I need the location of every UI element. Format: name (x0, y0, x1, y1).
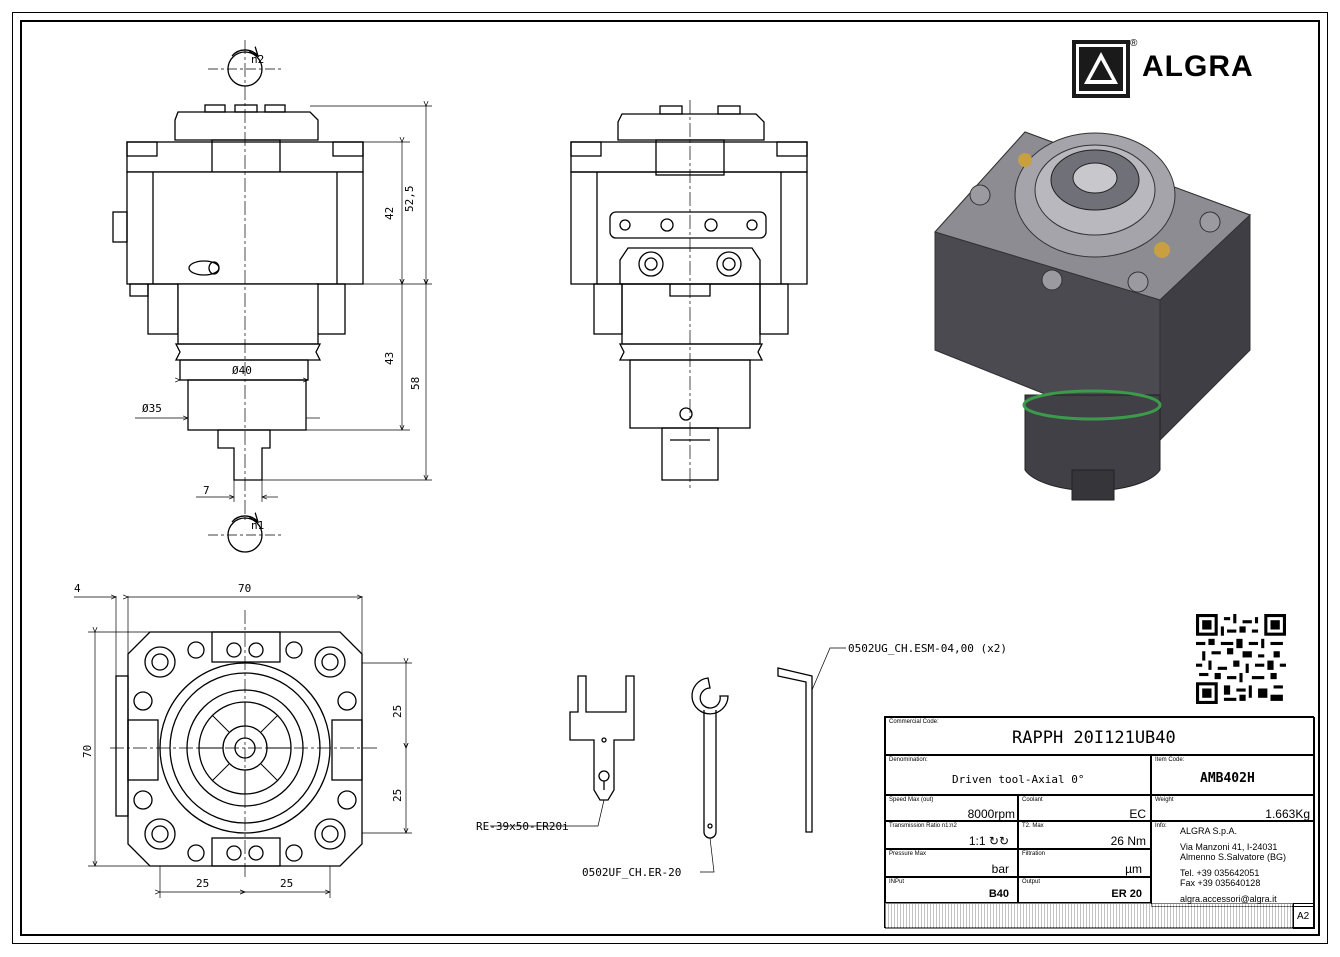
tb-filtration-unit: µm (1125, 862, 1142, 876)
tb-info-label: Info: (1155, 823, 1167, 829)
dim-42: 42 (383, 206, 396, 220)
tb-item-code-cell: Item Code: AMB402H (1151, 755, 1315, 795)
tb-speed-value: 8000 (967, 807, 995, 821)
tb-weight-label: Weight (1155, 797, 1174, 803)
tb-company: ALGRA S.p.A. (1180, 826, 1238, 836)
rotation-direction-icon: ↻↻ (988, 834, 1009, 848)
dim-phi35: Ø35 (142, 402, 162, 415)
dim-70-left: 70 (81, 744, 94, 758)
isometric-render (934, 131, 1251, 501)
tb-ratio-value: 1:1 (968, 834, 986, 848)
dim-52-5: 52,5 (403, 185, 416, 213)
tb-fine-print (885, 903, 1293, 929)
accessory-fork-wrench (490, 675, 635, 827)
tb-denomination-cell: Denomination: Driven tool-Axial 0° (885, 755, 1151, 795)
tb-item-code-label: Item Code: (1155, 757, 1185, 763)
sheet-inner-border (20, 20, 1320, 936)
tb-tel: Tel. +39 035642051 (1180, 868, 1260, 878)
tb-info-cell: Info: ALGRA S.p.A. Via Manzoni 41, I-240… (1151, 821, 1315, 907)
tb-pressure-unit: bar (991, 862, 1009, 876)
tb-fax: Fax +39 035640128 (1180, 878, 1261, 888)
tb-commercial-code-label: Commercial Code: (889, 719, 939, 725)
rotation-label-n1: n1 (251, 519, 265, 532)
tb-sheet-size-cell: A2 (1293, 903, 1315, 929)
tb-weight-cell: Weight 1.663Kg (1151, 795, 1315, 821)
tb-coolant-value: EC (1129, 807, 1146, 821)
accessory-label-spanner: 0502UF_CH.ER-20 (582, 866, 682, 879)
tb-speed-cell: Speed Max (out) 8000rpm (885, 795, 1018, 821)
tb-filtration-label: Filtration (1022, 851, 1046, 857)
registered-mark: ® (1130, 38, 1138, 49)
tb-ratio-label: Transmission Ratio n1:n2 (889, 823, 957, 829)
bottom-view (74, 596, 412, 898)
tb-address-1: Via Manzoni 41, I-24031 (1180, 842, 1278, 852)
tb-speed-label: Speed Max (out) (889, 797, 934, 803)
tb-weight-unit: Kg (1295, 807, 1310, 821)
rotation-symbol-n1 (208, 516, 282, 553)
tb-denomination-label: Denomination: (889, 757, 928, 763)
dim-25-bottom-2: 25 (280, 877, 294, 890)
tb-denomination-value: Driven tool-Axial 0° (952, 773, 1085, 786)
tb-input-label: INPut (889, 879, 905, 885)
tb-coolant-cell: Coolant EC (1018, 795, 1151, 821)
tb-weight-value: 1.663 (1265, 807, 1296, 821)
tb-output-cell: Output ER 20 (1018, 877, 1151, 903)
tb-input-value: B40 (988, 888, 1009, 900)
sheet-outer-border (12, 12, 1328, 944)
dim-25-right-2: 25 (391, 788, 404, 802)
dim-25-bottom-1: 25 (196, 877, 210, 890)
algra-logo-icon (1072, 40, 1130, 98)
rotation-symbol-n2 (208, 50, 282, 87)
qr-code (1196, 614, 1286, 704)
rotation-label-n2: n2 (251, 53, 265, 66)
tb-torque-label: T2. Max (1022, 823, 1044, 829)
algra-logo: ® ALGRA (1072, 38, 1297, 98)
tb-ratio-cell: Transmission Ratio n1:n2 1:1 ↻↻ (885, 821, 1018, 849)
dim-7: 7 (203, 484, 210, 497)
side-view (570, 100, 808, 490)
dim-4: 4 (74, 582, 81, 595)
dim-phi40: Ø40 (232, 364, 252, 377)
accessory-hex-key (777, 647, 846, 833)
tb-input-cell: INPut B40 (885, 877, 1018, 903)
tb-email: algra.accessori@algra.it (1180, 894, 1277, 904)
tb-coolant-label: Coolant (1022, 797, 1043, 803)
dim-25-right-1: 25 (391, 704, 404, 718)
accessory-label-hex-key: 0502UG_CH.ESM-04,00 (x2) (848, 642, 1007, 655)
tb-item-code-value: AMB402H (1200, 771, 1255, 786)
brand-name: ALGRA (1142, 50, 1254, 83)
tb-pressure-cell: Pressure Max bar (885, 849, 1018, 877)
accessory-label-wrench: RE-39x50-ER20i (476, 820, 569, 833)
tb-torque-value: 26 (1110, 834, 1124, 848)
tb-pressure-label: Pressure Max (889, 851, 927, 857)
tb-torque-unit: Nm (1127, 834, 1146, 848)
dim-43: 43 (383, 351, 396, 365)
tb-sheet-size: A2 (1297, 911, 1310, 922)
tb-filtration-cell: Filtration µm (1018, 849, 1151, 877)
tb-address-2: Almenno S.Salvatore (BG) (1180, 852, 1287, 862)
accessory-hook-spanner (691, 677, 729, 873)
tb-commercial-code-value: RAPPH 20I121UB40 (1012, 728, 1176, 748)
tb-torque-cell: T2. Max 26 Nm (1018, 821, 1151, 849)
tb-commercial-code-cell: Commercial Code: RAPPH 20I121UB40 (885, 717, 1315, 755)
tb-output-value: ER 20 (1111, 888, 1142, 900)
dim-70-top: 70 (238, 582, 252, 595)
title-block: Commercial Code: RAPPH 20I121UB40 Denomi… (884, 716, 1315, 929)
front-view (112, 40, 432, 520)
tb-output-label: Output (1022, 879, 1041, 885)
tb-speed-unit: rpm (994, 807, 1015, 821)
dim-58: 58 (409, 376, 422, 390)
